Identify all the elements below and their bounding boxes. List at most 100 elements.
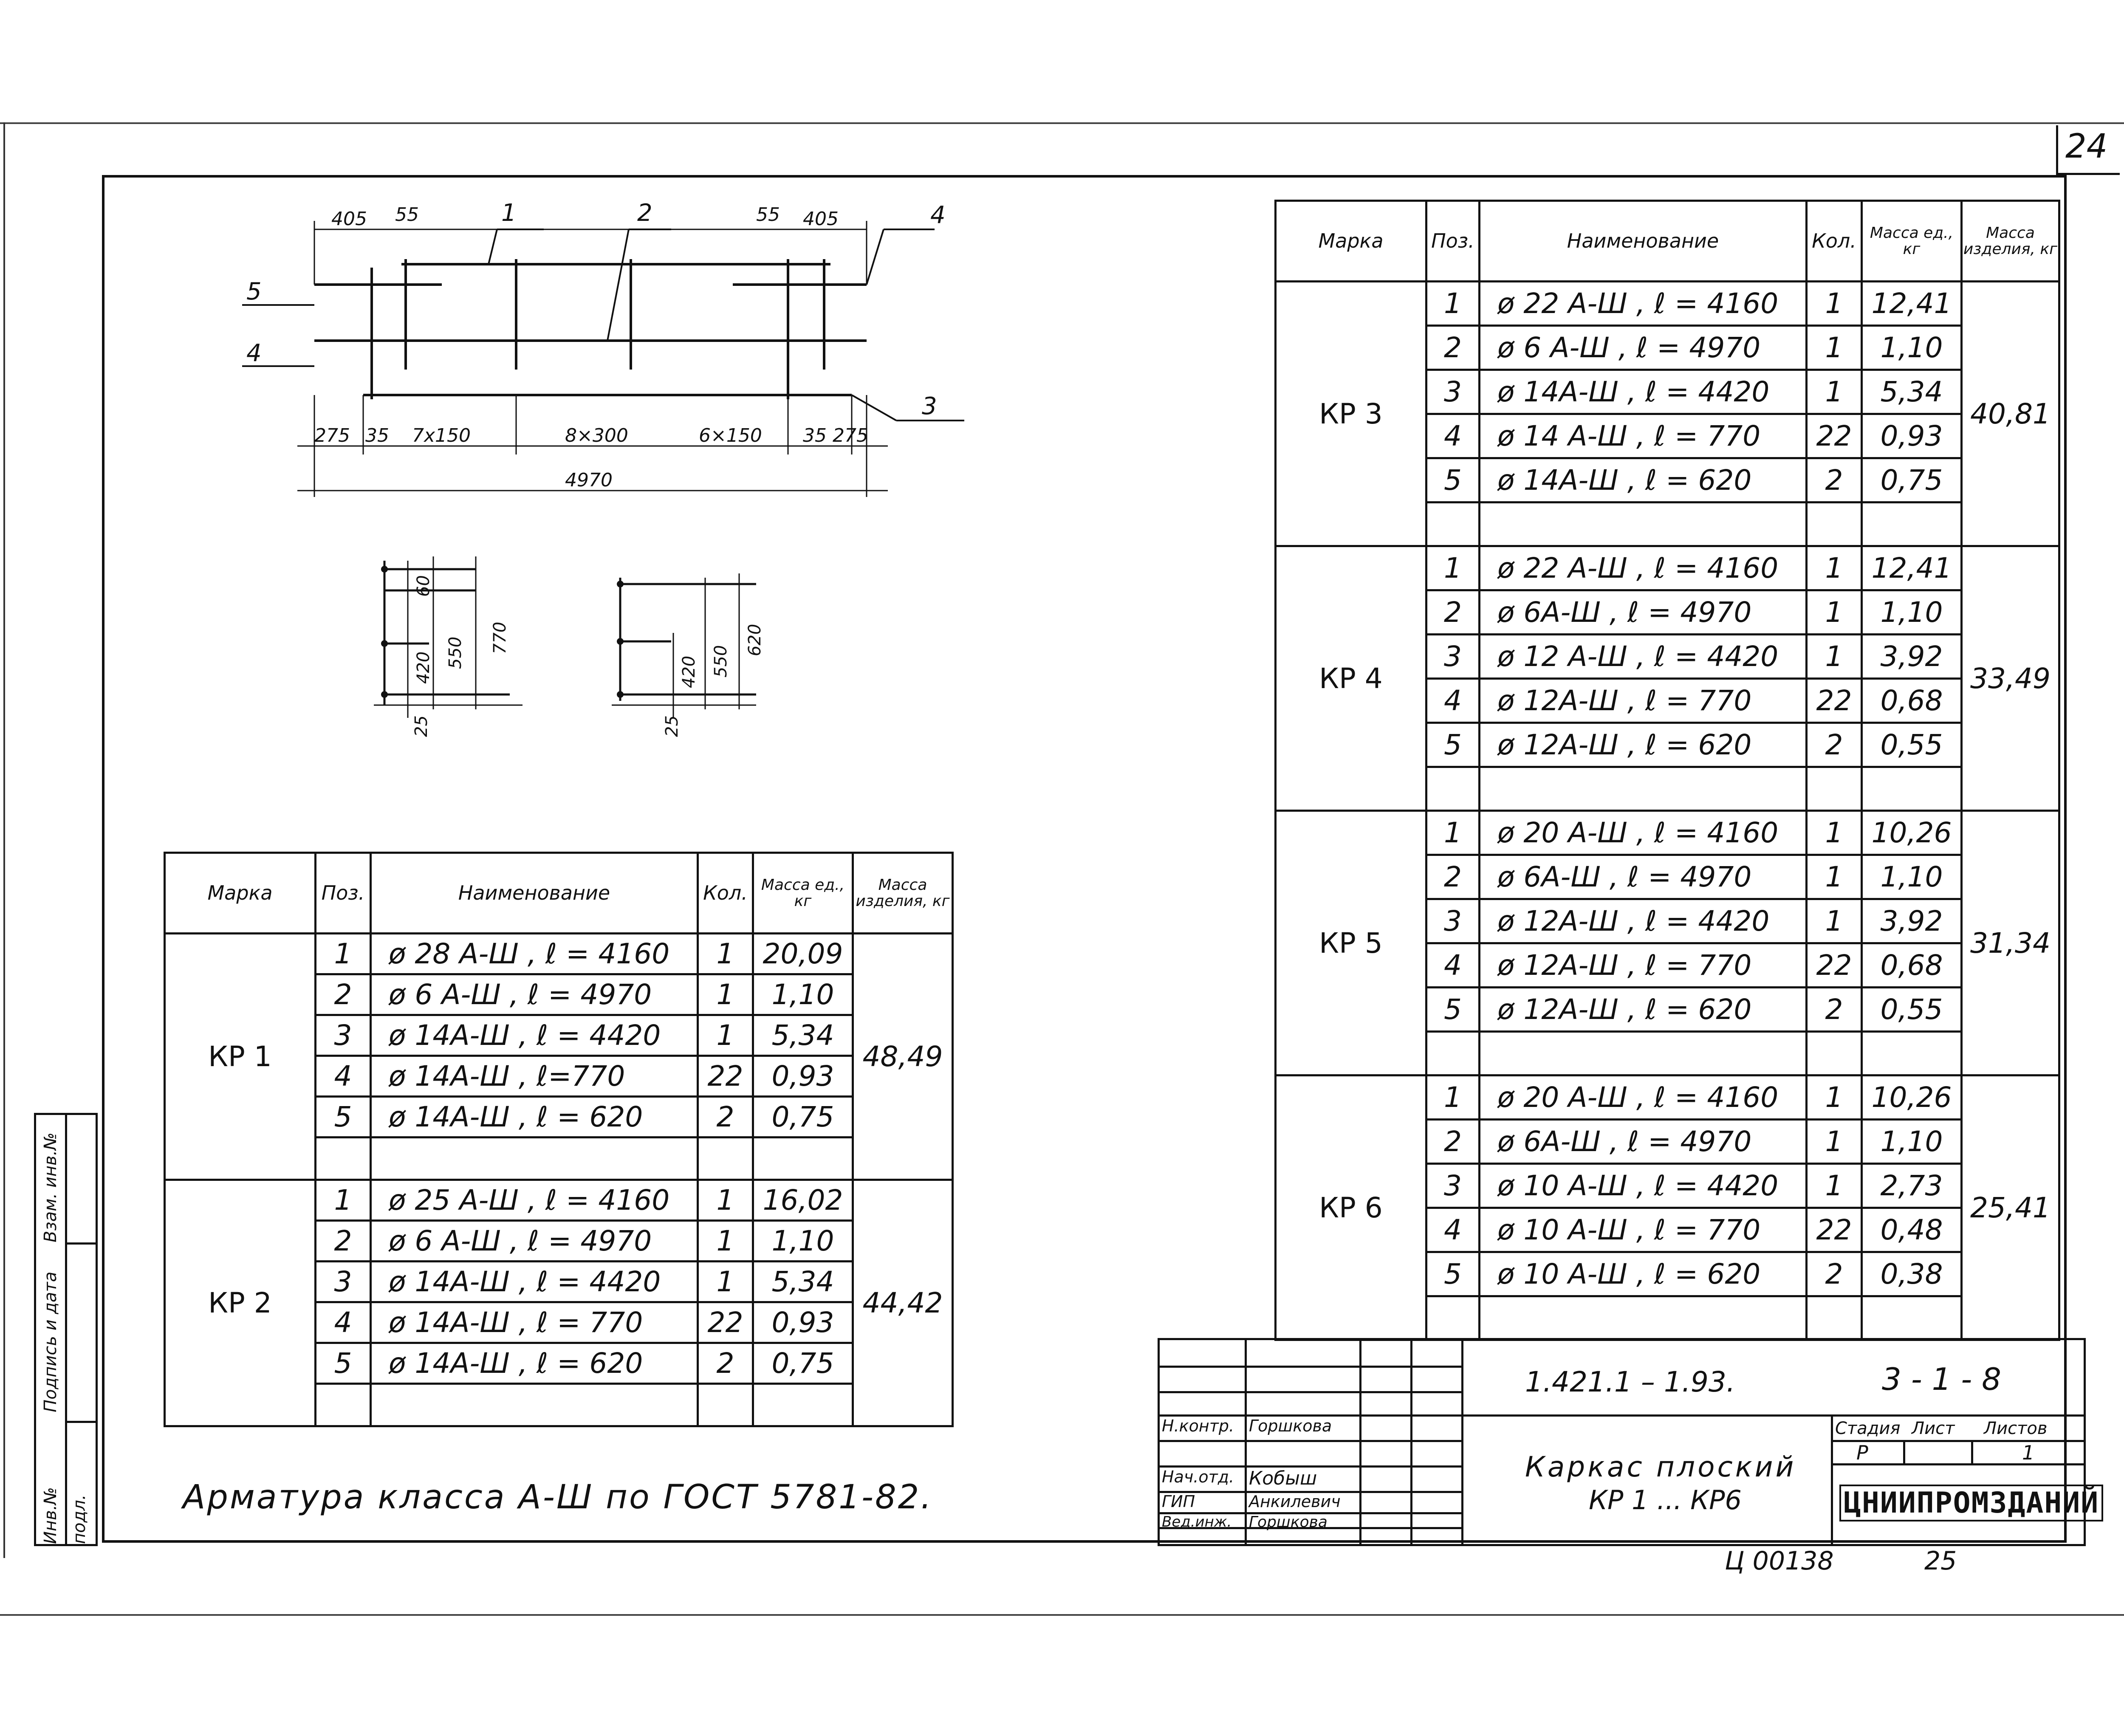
pos-cell: 4 <box>1425 413 1480 459</box>
qty-cell: 1 <box>1805 589 1863 635</box>
pos-cell: 3 <box>1425 1163 1480 1209</box>
pos-cell: 5 <box>314 1095 372 1138</box>
unit-mass-cell: 1,10 <box>1861 1118 1963 1165</box>
blank-row <box>1276 501 2059 547</box>
mark-cell: КР 5 <box>1274 810 1427 1076</box>
sheets-value: 1 <box>2022 1441 2035 1464</box>
mark-cell: КР 3 <box>1274 280 1427 547</box>
name-n-kontr: Горшкова <box>1249 1417 1332 1435</box>
mark-cell: КР 6 <box>1274 1074 1427 1341</box>
header-pos: Поз. <box>314 852 372 934</box>
pos-cell: 2 <box>314 973 372 1016</box>
pos-label-1: 1 <box>501 199 517 227</box>
name-cell: ø 10 А-Ш , ℓ = 620 <box>1478 1251 1808 1297</box>
name-cell: ø 14А-Ш , ℓ = 4420 <box>1478 369 1808 415</box>
name-cell: ø 20 А-Ш , ℓ = 4160 <box>1478 810 1808 856</box>
section-b-dim-25: 25 <box>662 715 682 737</box>
pos-cell: 1 <box>1425 810 1480 856</box>
pos-label-3: 3 <box>922 392 937 420</box>
pos-cell: 5 <box>314 1342 372 1385</box>
unit-mass-cell: 5,34 <box>752 1260 854 1303</box>
name-cell: ø 6 А-Ш , ℓ = 4970 <box>370 973 699 1016</box>
name-cell: ø 14А-Ш , ℓ = 620 <box>370 1342 699 1385</box>
name-cell: ø 20 А-Ш , ℓ = 4160 <box>1478 1074 1808 1121</box>
blank-cell <box>1861 501 1963 547</box>
stage-value: Р <box>1856 1441 1868 1464</box>
sheet-left-border <box>3 122 5 1558</box>
section-a-dim-770: 770 <box>490 622 510 654</box>
unit-mass-cell: 2,73 <box>1861 1163 1963 1209</box>
section-a-dim-420: 420 <box>414 652 433 684</box>
unit-mass-cell: 0,93 <box>752 1301 854 1344</box>
unit-mass-cell: 12,41 <box>1861 545 1963 591</box>
blank-cell <box>697 1383 754 1427</box>
pos-label-5: 5 <box>246 278 262 305</box>
archive-number: Ц 00138 <box>1725 1546 1834 1576</box>
header-item-mass: Масса изделия, кг <box>852 852 954 934</box>
unit-mass-cell: 0,93 <box>1861 413 1963 459</box>
qty-cell: 1 <box>1805 369 1863 415</box>
dim-35-right: 35 <box>803 425 827 446</box>
name-cell: ø 14А-Ш , ℓ = 4420 <box>370 1014 699 1057</box>
header-mark: Марка <box>1274 200 1427 282</box>
section-a-dim-25: 25 <box>412 715 431 737</box>
unit-mass-cell: 16,02 <box>752 1179 854 1222</box>
unit-mass-cell: 3,92 <box>1861 633 1963 680</box>
qty-cell: 22 <box>1805 413 1863 459</box>
item-mass-cell: 48,49 <box>852 932 954 1181</box>
blank-cell <box>1478 501 1808 547</box>
dim-top-405-left: 405 <box>331 208 367 230</box>
unit-mass-cell: 1,10 <box>752 973 854 1016</box>
stage-label: Стадия <box>1835 1419 1901 1438</box>
pos-cell: 1 <box>1425 1074 1480 1121</box>
blank-cell <box>1425 1295 1480 1341</box>
pos-cell: 3 <box>1425 633 1480 680</box>
blank-cell <box>370 1383 699 1427</box>
name-cell: ø 10 А-Ш , ℓ = 770 <box>1478 1207 1808 1253</box>
section-a-dim-550: 550 <box>446 637 465 669</box>
side-stamp: Инв.№ подл. Подпись и дата Взам. инв.№ <box>34 1113 98 1546</box>
blank-row <box>1276 766 2059 812</box>
name-cell: ø 6А-Ш , ℓ = 4970 <box>1478 589 1808 635</box>
name-cell: ø 14А-Ш , ℓ = 620 <box>1478 457 1808 503</box>
mark-cell: КР 2 <box>164 1179 316 1427</box>
name-cell: ø 28 А-Ш , ℓ = 4160 <box>370 932 699 975</box>
pos-cell: 2 <box>1425 854 1480 900</box>
section-b-dim-420: 420 <box>679 656 699 688</box>
item-mass-cell: 40,81 <box>1960 280 2060 547</box>
pos-cell: 1 <box>1425 545 1480 591</box>
blank-row <box>1276 1295 2059 1341</box>
blank-cell <box>1425 501 1480 547</box>
section-a-dim-60: 60 <box>414 575 433 597</box>
qty-cell: 2 <box>1805 986 1863 1033</box>
name-cell: ø 12А-Ш , ℓ = 620 <box>1478 722 1808 768</box>
qty-cell: 2 <box>697 1095 754 1138</box>
name-ved-inzh: Горшкова <box>1249 1513 1328 1531</box>
blank-cell <box>1425 766 1480 812</box>
name-gip: Анкилевич <box>1249 1492 1341 1511</box>
name-cell: ø 12А-Ш , ℓ = 770 <box>1478 677 1808 724</box>
blank-cell <box>314 1136 372 1181</box>
organization-logo: ЦНИИПРОМЗДАНИЙ <box>1839 1485 2104 1521</box>
title-block: Н.контр. Нач.отд. ГИП Вед.инж. Горшкова … <box>1158 1338 2104 1546</box>
unit-mass-cell: 3,92 <box>1861 898 1963 944</box>
mark-cell: КР 1 <box>164 932 316 1181</box>
qty-cell: 22 <box>1805 1207 1863 1253</box>
blank-row <box>165 1383 953 1427</box>
pos-cell: 1 <box>314 932 372 975</box>
header-qty: Кол. <box>1805 200 1863 282</box>
